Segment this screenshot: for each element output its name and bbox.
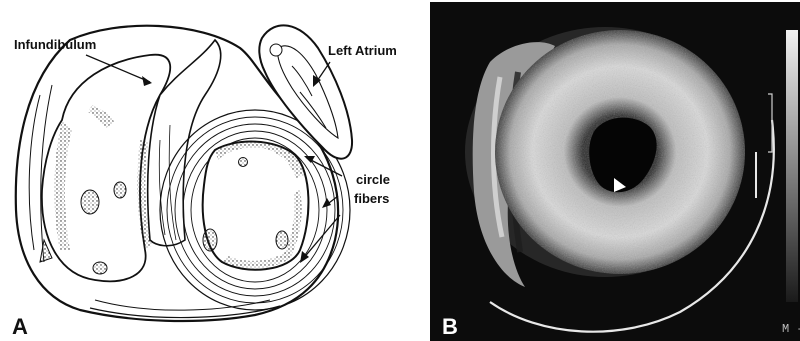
- panel-a-drawing: Infundibulum Left Atrium circle fibers A: [0, 0, 425, 341]
- scale-marker-text: M -: [782, 322, 800, 336]
- panel-a-letter: A: [12, 314, 28, 339]
- left-atrium-label: Left Atrium: [328, 43, 397, 58]
- mri-cross-section: M - B: [430, 2, 800, 341]
- infundibulum-label: Infundibulum: [14, 37, 96, 52]
- panel-b-scan-image: M - B: [430, 2, 800, 341]
- grayscale-bar: [786, 30, 798, 302]
- panel-b-letter: B: [442, 314, 458, 339]
- heart-cross-section-drawing: Infundibulum Left Atrium circle fibers A: [0, 0, 425, 341]
- circle-fibers-label-line1: circle: [356, 172, 390, 187]
- circle-fibers-label-line2: fibers: [354, 191, 389, 206]
